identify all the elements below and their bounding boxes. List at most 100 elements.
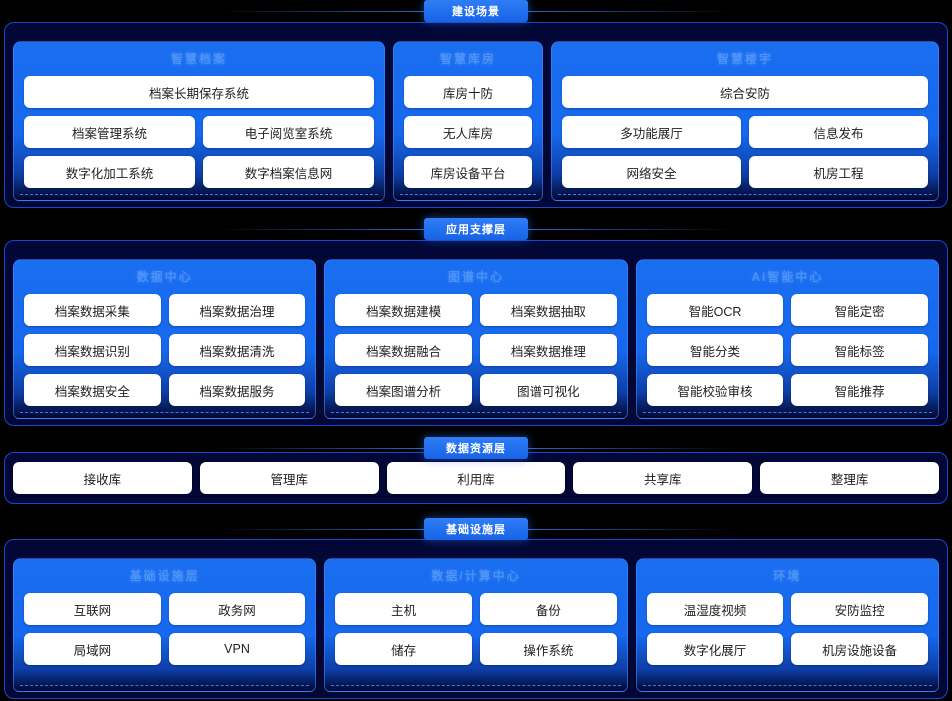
item-chip[interactable]: 档案数据清洗 [168, 334, 306, 366]
item-chip[interactable]: 档案长期保存系统 [24, 76, 374, 108]
group-row: 档案数据建模 档案数据抽取 [335, 294, 617, 326]
item-chip[interactable]: 档案数据识别 [24, 334, 161, 366]
group-row: 档案数据安全 档案数据服务 [24, 374, 306, 406]
group-row: 智能分类 智能标签 [646, 334, 928, 366]
group-row: 智能OCR 智能定密 [646, 294, 928, 326]
item-chip[interactable]: 档案数据融合 [335, 334, 472, 366]
item-chip[interactable]: 智能标签 [791, 334, 928, 366]
item-chip[interactable]: 综合安防 [562, 76, 928, 108]
group-card-compute-center[interactable]: 数据/计算中心 主机 备份 储存 操作系统 … [324, 558, 628, 692]
group-row: 无人库房 [404, 116, 532, 148]
item-chip[interactable]: 互联网 [24, 593, 161, 625]
layer-banner-infrastructure: 基础设施层 [214, 518, 528, 540]
group-card-graph-center[interactable]: 图谱中心 档案数据建模 档案数据抽取 档案数据融合 档案数据推理 档案图谱分析 … [324, 259, 628, 419]
group-card-smart-warehouse[interactable]: 智慧库房 库房十防 无人库房 库房设备平台 [393, 41, 543, 201]
group-ellipsis [404, 188, 532, 200]
item-chip[interactable]: 操作系统 [480, 633, 617, 665]
group-ellipsis: … [780, 670, 795, 685]
group-title: 图谱中心 [447, 270, 504, 284]
item-chip[interactable]: 机房工程 [749, 156, 928, 188]
item-chip[interactable]: 数字档案信息网 [203, 156, 374, 188]
group-title: 数据/计算中心 [431, 569, 521, 583]
group-card-data-center[interactable]: 数据中心 档案数据采集 档案数据治理 档案数据识别 档案数据清洗 档案数据安全 … [13, 259, 317, 419]
item-chip[interactable]: 智能推荐 [791, 374, 928, 406]
item-chip[interactable]: 档案数据安全 [24, 374, 161, 406]
item-chip[interactable]: 档案数据抽取 [480, 294, 617, 326]
group-ellipsis [562, 188, 928, 200]
group-title: 智慧档案 [170, 52, 227, 66]
item-chip[interactable]: 网络安全 [562, 156, 741, 188]
group-title: 智慧库房 [439, 52, 496, 66]
item-chip[interactable]: 档案图谱分析 [335, 374, 472, 406]
group-row: 数字化加工系统 数字档案信息网 [24, 156, 374, 188]
group-row: 档案管理系统 电子阅览室系统 [24, 116, 374, 148]
item-chip[interactable]: 接收库 [13, 462, 192, 494]
group-ellipsis [647, 406, 928, 418]
layer-banner-resource: 数据资源层 [214, 437, 528, 459]
group-card-environment[interactable]: 环境 温湿度视频 安防监控 数字化展厅 机房设施设备 … [635, 558, 939, 692]
item-chip[interactable]: 机房设施设备 [791, 633, 928, 665]
resource-row: 接收库 管理库 利用库 共享库 整理库 [13, 462, 939, 494]
item-chip[interactable]: 档案数据采集 [24, 294, 161, 326]
item-chip[interactable]: 信息发布 [749, 116, 928, 148]
layer-scenes: 智慧档案 档案长期保存系统 档案管理系统 电子阅览室系统 数字化加工系统 数字档… [4, 22, 948, 208]
item-chip[interactable]: 智能OCR [646, 294, 784, 326]
item-chip[interactable]: VPN [168, 633, 306, 665]
group-row: 库房设备平台 [404, 156, 532, 188]
item-chip[interactable]: 温湿度视频 [646, 593, 784, 625]
item-chip[interactable]: 安防监控 [791, 593, 928, 625]
item-chip[interactable]: 智能分类 [646, 334, 784, 366]
group-card-smart-archive[interactable]: 智慧档案 档案长期保存系统 档案管理系统 电子阅览室系统 数字化加工系统 数字档… [13, 41, 385, 201]
item-chip[interactable]: 档案管理系统 [24, 116, 195, 148]
item-chip[interactable]: 电子阅览室系统 [203, 116, 374, 148]
group-row: 网络安全 机房工程 [562, 156, 928, 188]
item-chip[interactable]: 档案数据治理 [168, 294, 306, 326]
item-chip[interactable]: 数字化加工系统 [24, 156, 195, 188]
group-ellipsis [24, 188, 374, 200]
group-ellipsis [24, 406, 305, 418]
group-ellipsis: … [468, 670, 483, 685]
group-card-ai-center[interactable]: AI智能中心 智能OCR 智能定密 智能分类 智能标签 智能校验审核 智能推荐 [635, 259, 939, 419]
item-chip[interactable]: 共享库 [573, 462, 753, 494]
group-row: 储存 操作系统 [335, 633, 617, 665]
item-chip[interactable]: 图谱可视化 [480, 374, 617, 406]
item-chip[interactable]: 储存 [335, 633, 472, 665]
group-card-smart-building[interactable]: 智慧楼宇 综合安防 多功能展厅 信息发布 网络安全 机房工程 [551, 41, 939, 201]
group-row: 主机 备份 [335, 593, 617, 625]
group-row: 库房十防 [404, 76, 532, 108]
group-row: 综合安防 [562, 76, 928, 108]
group-row: 档案数据采集 档案数据治理 [24, 294, 306, 326]
item-chip[interactable]: 档案数据推理 [480, 334, 617, 366]
layer-banner-scenes: 建设场景 [214, 0, 528, 22]
item-chip[interactable]: 智能定密 [791, 294, 928, 326]
item-chip[interactable]: 政务网 [168, 593, 306, 625]
layer-infrastructure: 基础设施层 互联网 政务网 局域网 VPN … 数据/计算中心 [4, 539, 948, 699]
group-ellipsis: … [157, 670, 172, 685]
item-chip[interactable]: 档案数据服务 [168, 374, 306, 406]
group-row: 档案数据融合 档案数据推理 [335, 334, 617, 366]
item-chip[interactable]: 主机 [335, 593, 472, 625]
group-row: 局域网 VPN [24, 633, 306, 665]
item-chip[interactable]: 多功能展厅 [562, 116, 741, 148]
item-chip[interactable]: 档案数据建模 [335, 294, 472, 326]
group-row: 多功能展厅 信息发布 [562, 116, 928, 148]
item-chip[interactable]: 整理库 [760, 462, 939, 494]
item-chip[interactable]: 库房十防 [404, 76, 532, 108]
group-row: 温湿度视频 安防监控 [646, 593, 928, 625]
item-chip[interactable]: 智能校验审核 [646, 374, 784, 406]
layer-support: 数据中心 档案数据采集 档案数据治理 档案数据识别 档案数据清洗 档案数据安全 … [4, 240, 948, 426]
group-card-infrastructure[interactable]: 基础设施层 互联网 政务网 局域网 VPN … [13, 558, 317, 692]
item-chip[interactable]: 库房设备平台 [404, 156, 532, 188]
layer-resource: 接收库 管理库 利用库 共享库 整理库 [4, 452, 948, 504]
item-chip[interactable]: 管理库 [199, 462, 379, 494]
group-row: 档案长期保存系统 [24, 76, 374, 108]
item-chip[interactable]: 局域网 [24, 633, 161, 665]
item-chip[interactable]: 数字化展厅 [646, 633, 784, 665]
item-chip[interactable]: 无人库房 [404, 116, 532, 148]
item-chip[interactable]: 备份 [480, 593, 617, 625]
group-title: 基础设施层 [129, 569, 200, 583]
group-row: 档案数据识别 档案数据清洗 [24, 334, 306, 366]
item-chip[interactable]: 利用库 [386, 462, 566, 494]
group-title: 环境 [773, 569, 802, 583]
